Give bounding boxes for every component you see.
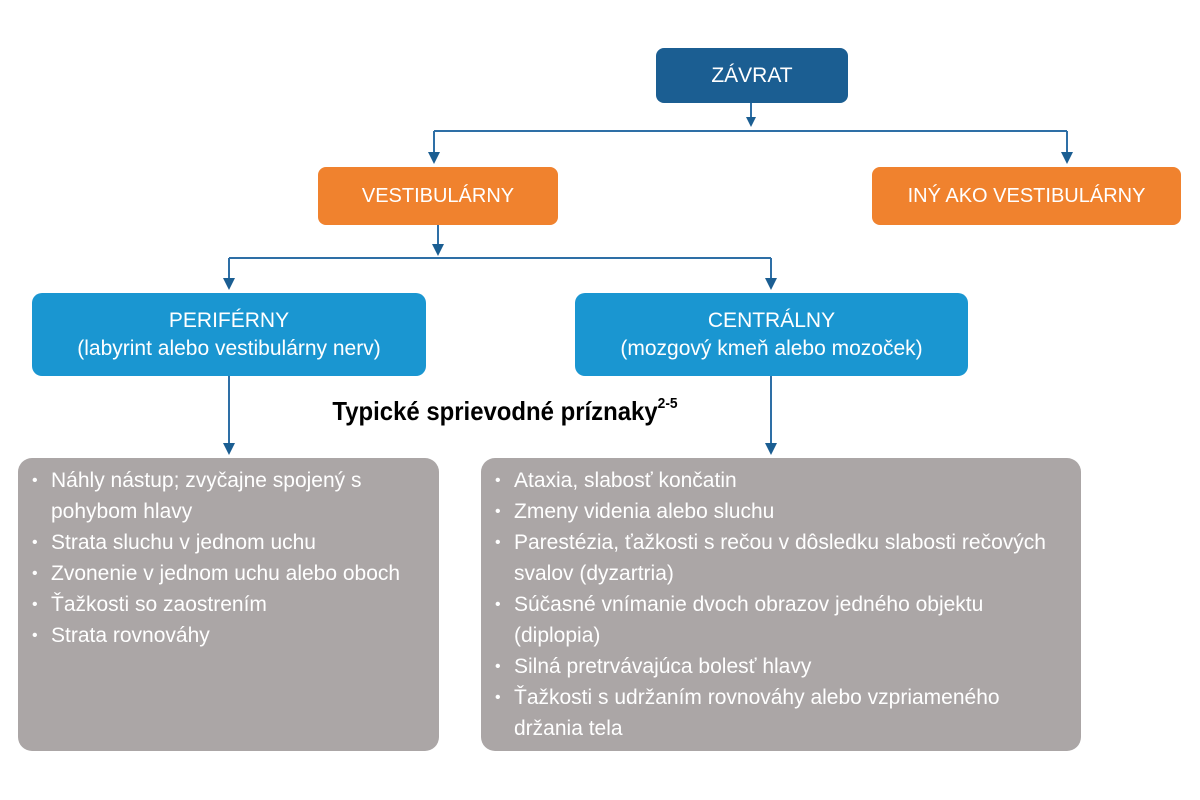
list-item-text: Strata rovnováhy (51, 624, 210, 647)
peripheral-symptoms-list: • Náhly nástup; zvyčajne spojený s pohybo… (18, 465, 439, 651)
list-item: • Zvonenie v jednom uchu alebo oboch (32, 558, 427, 589)
list-item-text: Ťažkosti so zaostrením (51, 593, 267, 616)
list-item: • Parestézia, ťažkosti s rečou v dôsledku… (495, 527, 1069, 589)
list-item: • Súčasné vnímanie dvoch obrazov jedného … (495, 589, 1069, 651)
arrowhead-peripheral (223, 278, 235, 290)
list-item-text: Zmeny videnia alebo sluchu (514, 500, 775, 523)
list-item-text: Strata sluchu v jednom uchu (51, 531, 316, 554)
bullet-icon: • (32, 596, 38, 613)
list-item: • Silná pretrvávajúca bolesť hlavy (495, 651, 1069, 682)
arrowhead-central (765, 278, 777, 290)
list-item-text: Súčasné vnímanie dvoch obrazov jedného o… (514, 593, 984, 647)
bullet-icon: • (495, 503, 501, 520)
node-peripheral: PERIFÉRNY (labyrint alebo vestibulárny n… (32, 293, 426, 376)
symptoms-heading-text: Typické sprievodné príznaky (332, 396, 658, 426)
list-item: • Strata rovnováhy (32, 620, 427, 651)
list-item-text: Ataxia, slabosť končatin (514, 469, 737, 492)
node-vestibular: VESTIBULÁRNY (318, 167, 558, 225)
list-item: • Zmeny videnia alebo sluchu (495, 496, 1069, 527)
node-dizziness: ZÁVRAT (656, 48, 848, 103)
list-item: • Náhly nástup; zvyčajne spojený s pohybo… (32, 465, 427, 527)
bullet-icon: • (32, 472, 38, 489)
list-item-text: Ťažkosti s udržaním rovnováhy alebo vzpr… (514, 686, 1000, 740)
central-symptoms-box: • Ataxia, slabosť končatin • Zmeny videnia… (481, 458, 1081, 751)
central-symptoms-list: • Ataxia, slabosť končatin • Zmeny videnia… (481, 465, 1081, 744)
arrowhead-non-vestibular (1061, 152, 1073, 164)
list-item: • Strata sluchu v jednom uchu (32, 527, 427, 558)
node-central-title: CENTRÁLNY (707, 308, 836, 332)
bullet-icon: • (495, 472, 501, 489)
list-item-text: Zvonenie v jednom uchu alebo oboch (51, 562, 401, 585)
bullet-icon: • (495, 596, 501, 613)
list-item-text: Parestézia, ťažkosti s rečou v dôsledku … (514, 531, 1046, 585)
node-peripheral-title: PERIFÉRNY (168, 308, 290, 332)
list-item-text: Silná pretrvávajúca bolesť hlavy (514, 655, 812, 678)
arrowhead-vestibular-split (432, 244, 444, 256)
bullet-icon: • (495, 534, 501, 551)
arrowhead-central-symptoms (765, 443, 777, 455)
bullet-icon: • (495, 658, 501, 675)
bullet-icon: • (32, 565, 38, 582)
node-non-vestibular: INÝ AKO VESTIBULÁRNY (872, 167, 1181, 225)
list-item-text: Náhly nástup; zvyčajne spojený s pohybom… (51, 469, 362, 523)
list-item: • Ťažkosti s udržaním rovnováhy alebo vzp… (495, 682, 1069, 744)
arrowhead-peripheral-symptoms (223, 443, 235, 455)
node-peripheral-subtitle: (labyrint alebo vestibulárny nerv) (77, 336, 381, 360)
peripheral-symptoms-box: • Náhly nástup; zvyčajne spojený s pohybo… (18, 458, 439, 751)
node-central-subtitle: (mozgový kmeň alebo mozoček) (620, 336, 923, 360)
node-vestibular-label: VESTIBULÁRNY (361, 184, 515, 207)
symptoms-heading: Typické sprievodné príznaky2-5 (40, 395, 969, 427)
symptoms-heading-reference: 2-5 (657, 395, 678, 412)
bullet-icon: • (32, 627, 38, 644)
bullet-icon: • (495, 689, 501, 706)
node-dizziness-label: ZÁVRAT (711, 63, 793, 87)
list-item: • Ťažkosti so zaostrením (32, 589, 427, 620)
node-central: CENTRÁLNY (mozgový kmeň alebo mozoček) (575, 293, 968, 376)
node-non-vestibular-label: INÝ AKO VESTIBULÁRNY (907, 184, 1146, 207)
arrowhead-vestibular (428, 152, 440, 164)
bullet-icon: • (32, 534, 38, 551)
list-item: • Ataxia, slabosť končatin (495, 465, 1069, 496)
arrowhead-root (746, 117, 756, 127)
